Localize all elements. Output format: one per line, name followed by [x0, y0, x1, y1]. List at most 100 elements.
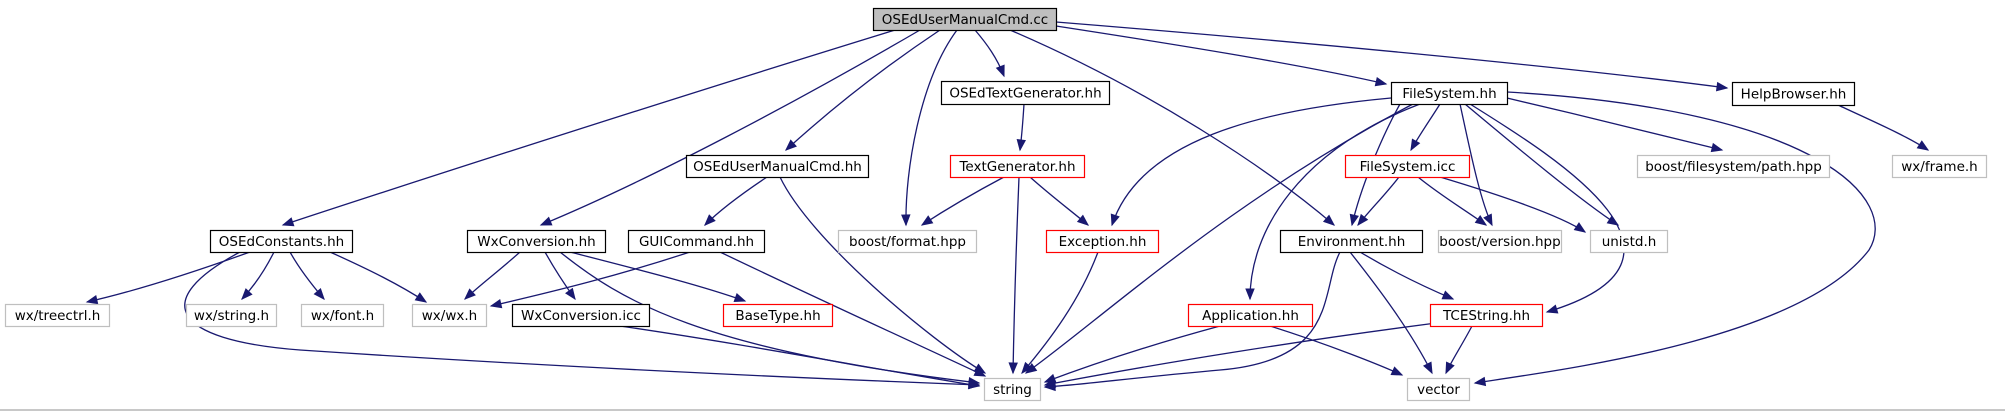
node-application[interactable]: Application.hh [1187, 303, 1314, 328]
node-box [949, 154, 1086, 179]
node-treectrl: wx/treectrl.h [4, 303, 111, 328]
node-constants[interactable]: OSEdConstants.hh [209, 229, 354, 254]
node-texgen[interactable]: OSEdTextGenerator.hh [940, 80, 1111, 106]
dependency-edge [1417, 176, 1488, 226]
edge-line [540, 29, 921, 226]
node-box [1429, 303, 1544, 328]
dependency-edge [1055, 25, 1388, 87]
node-wxstring: wx/string.h [185, 303, 278, 328]
edge-line [464, 251, 521, 300]
node-box [4, 303, 111, 328]
node-label: string [993, 382, 1032, 398]
node-label: Application.hh [1202, 308, 1299, 324]
node-label: Exception.hh [1059, 234, 1147, 250]
node-box [722, 303, 834, 328]
dependency-edge [1464, 103, 1620, 226]
edge-line [1044, 319, 1461, 386]
node-wxconv[interactable]: WxConversion.hh [466, 229, 607, 254]
dependency-edge [1506, 97, 1724, 153]
edge-line [1359, 251, 1454, 300]
edge-arrowhead [1008, 362, 1018, 375]
dependency-edge [1410, 103, 1441, 152]
node-box [466, 229, 607, 254]
node-box [940, 80, 1111, 106]
node-cmdhh[interactable]: OSEdUserManualCmd.hh [685, 154, 870, 179]
edge-line [785, 29, 941, 151]
dependency-edge [569, 251, 747, 302]
edge-line [1055, 25, 1387, 85]
edge-arrowhead [1374, 77, 1388, 87]
edge-arrowhead [1473, 376, 1487, 387]
dependency-edge [619, 325, 981, 390]
node-box [209, 229, 354, 254]
edge-line [1469, 103, 1625, 313]
edge-line [1044, 251, 1341, 388]
edge-line [619, 325, 980, 387]
dependency-edge [704, 176, 768, 226]
node-label: boost/filesystem/path.hpp [1645, 159, 1822, 175]
edge-arrowhead [920, 215, 934, 226]
node-box [983, 377, 1042, 402]
node-label: FileSystem.hh [1402, 86, 1496, 102]
node-filesys[interactable]: FileSystem.hh [1390, 81, 1509, 106]
node-label: HelpBrowser.hh [1741, 87, 1847, 103]
dependency-edge [1459, 103, 1493, 227]
node-helpbrowser[interactable]: HelpBrowser.hh [1731, 81, 1856, 107]
node-label: wx/frame.h [1901, 159, 1977, 175]
edge-arrowhead [1441, 290, 1455, 300]
node-boostpath: boost/filesystem/path.hpp [1636, 154, 1831, 179]
node-root[interactable]: OSEdUserManualCmd.cc [872, 7, 1058, 32]
node-label: vector [1417, 382, 1460, 398]
edge-line [1012, 176, 1020, 374]
node-box [685, 154, 870, 179]
node-textgenerator[interactable]: TextGenerator.hh [949, 154, 1086, 179]
edge-arrowhead [967, 379, 981, 390]
dependency-edge [1837, 104, 1930, 151]
edge-arrowhead [901, 214, 911, 227]
edge-line [86, 251, 251, 303]
node-box [411, 303, 488, 328]
edge-arrowhead [1043, 378, 1057, 388]
node-guicmd[interactable]: GUICommand.hh [627, 229, 766, 254]
node-filesysicc[interactable]: FileSystem.icc [1344, 154, 1471, 179]
edge-arrowhead [1710, 142, 1724, 153]
node-label: wx/wx.h [422, 308, 477, 324]
node-box [1406, 377, 1471, 402]
node-wxframe: wx/frame.h [1891, 154, 1988, 179]
edge-line [1009, 29, 1335, 226]
dependency-edge [1110, 97, 1392, 227]
edge-line [1025, 103, 1414, 374]
edge-arrowhead [313, 287, 325, 301]
node-basetype[interactable]: BaseType.hh [722, 303, 834, 328]
edge-arrowhead [1076, 214, 1090, 226]
dependency-edge [1043, 319, 1461, 388]
dependency-edge [901, 29, 958, 227]
node-environment[interactable]: Environment.hh [1279, 229, 1424, 254]
edge-arrowhead [539, 216, 553, 226]
dependency-edge [1359, 251, 1455, 300]
node-label: wx/font.h [311, 308, 374, 324]
edge-arrowhead [1483, 213, 1493, 227]
dependency-edge [785, 29, 941, 151]
node-exception[interactable]: Exception.hh [1045, 229, 1160, 254]
dependency-edge [539, 29, 921, 226]
node-tcestring[interactable]: TCEString.hh [1429, 303, 1544, 328]
dependency-edge [1009, 29, 1336, 226]
node-box [185, 303, 278, 328]
node-label: wx/string.h [194, 308, 269, 324]
dependency-edge [1043, 325, 1221, 383]
node-string: string [983, 377, 1042, 402]
edges-layer [85, 21, 1930, 392]
edge-line [1055, 21, 1728, 89]
node-wxconvicc[interactable]: WxConversion.icc [511, 303, 651, 328]
dependency-edge [719, 251, 987, 377]
edge-line [1506, 97, 1723, 151]
node-label: Environment.hh [1298, 234, 1406, 250]
node-box [1045, 229, 1160, 254]
edge-line [490, 251, 691, 307]
node-label: FileSystem.icc [1360, 159, 1456, 175]
node-label: boost/format.hpp [849, 234, 966, 250]
dependency-edge [1008, 176, 1020, 375]
edge-line [704, 176, 768, 226]
